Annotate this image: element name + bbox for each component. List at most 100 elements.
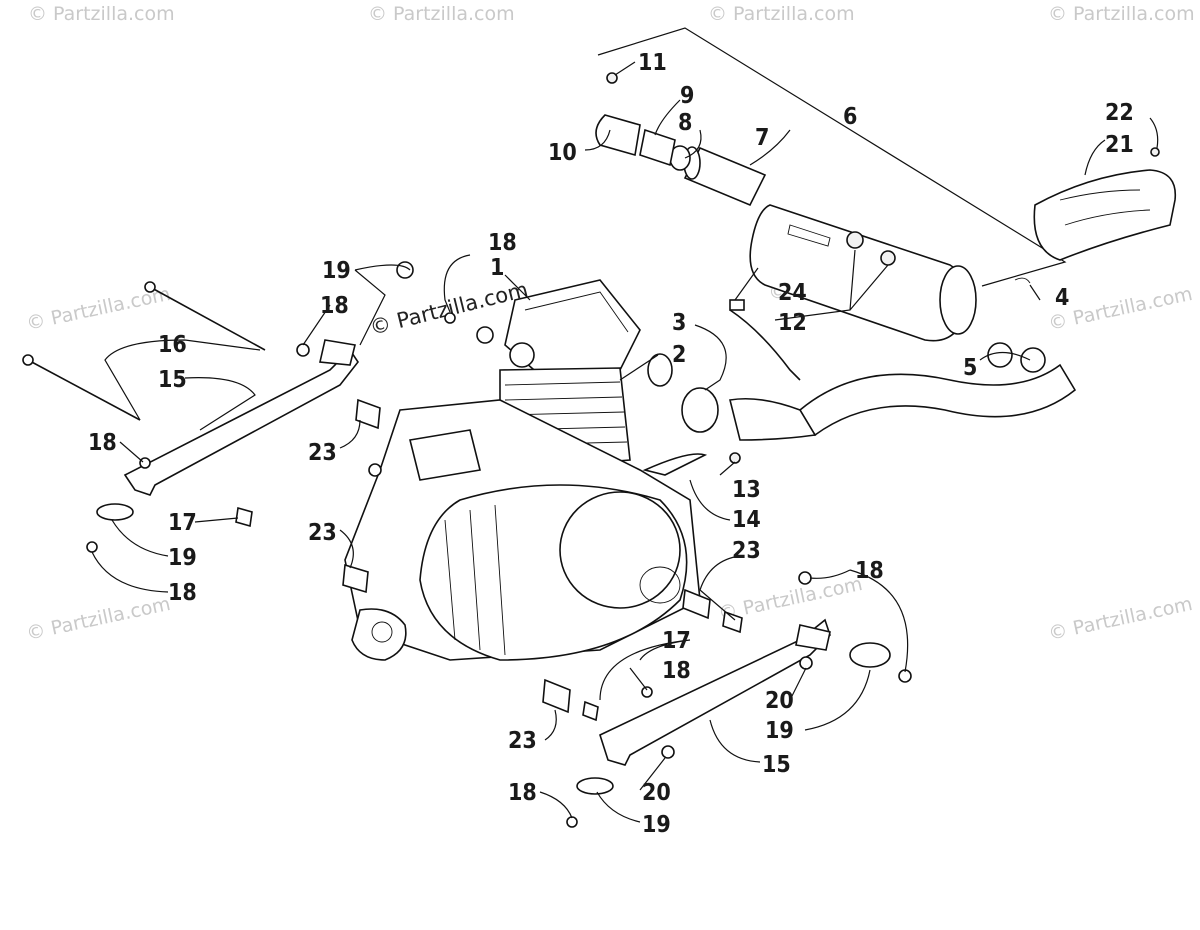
- head-detail: [524, 291, 629, 333]
- watermark: © Partzilla.com: [368, 3, 515, 25]
- leader-13: [719, 461, 736, 476]
- exhaust-elbow: [729, 397, 817, 441]
- nut: [296, 343, 310, 357]
- callout-17[interactable]: 17: [168, 510, 197, 536]
- nut: [139, 457, 151, 469]
- leader-15: [709, 719, 761, 763]
- callout-20[interactable]: 20: [642, 780, 671, 806]
- callout-19[interactable]: 19: [642, 812, 671, 838]
- callout-18[interactable]: 18: [855, 558, 884, 584]
- callout-1[interactable]: 1: [490, 255, 504, 281]
- leader-10: [584, 129, 611, 151]
- muffler-grommet: [880, 250, 896, 266]
- callout-18[interactable]: 18: [488, 230, 517, 256]
- leader-1: [504, 274, 531, 301]
- nut: [566, 816, 578, 828]
- leader-18: [539, 791, 573, 819]
- leader-19: [111, 519, 169, 557]
- rubber-mount: [96, 503, 134, 521]
- spacer: [355, 398, 381, 430]
- callout-19[interactable]: 19: [765, 718, 794, 744]
- callout-8[interactable]: 8: [678, 110, 692, 136]
- output-flange: [351, 608, 407, 661]
- muffler-grommet: [846, 231, 864, 249]
- screw: [1150, 147, 1160, 157]
- bolt-head: [144, 281, 156, 293]
- callout-6[interactable]: 6: [843, 104, 857, 130]
- leader-8: [684, 129, 702, 159]
- callout-9[interactable]: 9: [680, 83, 694, 109]
- callout-3[interactable]: 3: [672, 310, 686, 336]
- through-bolt: [149, 286, 266, 351]
- callout-19[interactable]: 19: [322, 258, 351, 284]
- clutch-hub: [639, 566, 681, 604]
- spacer: [722, 610, 743, 634]
- intake-port: [509, 342, 535, 368]
- callout-18[interactable]: 18: [168, 580, 197, 606]
- leader-23: [544, 709, 557, 741]
- callout-10[interactable]: 10: [548, 140, 577, 166]
- callout-4[interactable]: 4: [1055, 285, 1069, 311]
- watermark: © Partzilla.com: [28, 3, 175, 25]
- callout-24[interactable]: 24: [778, 280, 807, 306]
- callout-12[interactable]: 12: [778, 310, 807, 336]
- callout-18[interactable]: 18: [88, 430, 117, 456]
- callout-23[interactable]: 23: [732, 538, 761, 564]
- callout-18[interactable]: 18: [320, 293, 349, 319]
- callout-18[interactable]: 18: [508, 780, 537, 806]
- callout-5[interactable]: 5: [963, 355, 977, 381]
- bracket-tab: [319, 339, 356, 366]
- leader-3: [694, 324, 727, 391]
- output-shaft: [371, 621, 393, 643]
- nut: [661, 745, 675, 759]
- watermark: © Partzilla.com: [1046, 593, 1194, 645]
- mounting-hardware: [22, 61, 1159, 828]
- group-outline: [597, 27, 1067, 287]
- leader-18: [629, 667, 648, 691]
- leader-2: [619, 354, 659, 381]
- callout-14[interactable]: 14: [732, 507, 761, 533]
- rubber-mount: [576, 777, 614, 795]
- callout-20[interactable]: 20: [765, 688, 794, 714]
- tailpipe: [595, 114, 641, 157]
- callout-2[interactable]: 2: [672, 342, 686, 368]
- callout-15[interactable]: 15: [762, 752, 791, 778]
- callout-23[interactable]: 23: [308, 440, 337, 466]
- callout-21[interactable]: 21: [1105, 132, 1134, 158]
- watermark: © Partzilla.com: [1048, 3, 1195, 25]
- sensor-plug: [729, 299, 745, 311]
- callout-13[interactable]: 13: [732, 477, 761, 503]
- engine: [344, 279, 701, 661]
- seal-ring: [987, 342, 1013, 368]
- callout-23[interactable]: 23: [308, 520, 337, 546]
- muffler-slot: [787, 224, 831, 247]
- leader-21: [1084, 139, 1106, 176]
- callout-11[interactable]: 11: [638, 50, 667, 76]
- callout-19[interactable]: 19: [168, 545, 197, 571]
- spacer: [582, 700, 599, 722]
- exhaust-gasket: [681, 387, 719, 433]
- watermark: © Partzilla.com: [24, 593, 172, 645]
- callout-18[interactable]: 18: [662, 658, 691, 684]
- muffler-end: [939, 265, 977, 335]
- callout-22[interactable]: 22: [1105, 100, 1134, 126]
- bolt: [606, 72, 618, 84]
- callout-16[interactable]: 16: [158, 332, 187, 358]
- spacer: [682, 588, 711, 620]
- callout-23[interactable]: 23: [508, 728, 537, 754]
- callout-7[interactable]: 7: [755, 125, 769, 151]
- clutch-cover: [559, 491, 681, 609]
- engine-bracket-right: [599, 618, 831, 766]
- leader-4: [1029, 284, 1041, 301]
- through-bolt: [27, 359, 141, 421]
- leader-14: [689, 479, 731, 521]
- callout-17[interactable]: 17: [662, 628, 691, 654]
- leader-24: [734, 267, 759, 301]
- starter: [409, 429, 481, 481]
- gasket-14: [642, 453, 708, 476]
- leader-18: [809, 569, 909, 673]
- spacer: [542, 678, 571, 714]
- leader-5: [979, 351, 1031, 361]
- callout-15[interactable]: 15: [158, 367, 187, 393]
